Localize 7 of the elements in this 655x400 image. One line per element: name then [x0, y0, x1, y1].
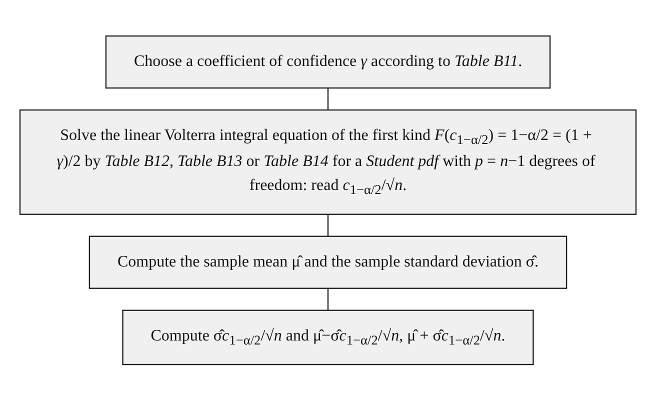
node-box: Compute the sample mean μ̂ and the sample standard deviation σ̂.: [88, 235, 567, 289]
connector: [326, 288, 328, 310]
node-box: Choose a coefficient of confidence γ according to Table B11.: [104, 35, 550, 88]
node-box: Compute σ̂c$_{1−α/2}$/√n and μ̂−σ̂c$_{1−α/2}$/√n, μ̂ + σ̂c$_{1−α/2}$/√n.: [122, 309, 534, 365]
connector: [326, 88, 328, 110]
connector: [326, 214, 328, 236]
node-box: Solve the linear Volterra integral equation of the first kind F(c$_{1−α/2}$) = 1−α/2 = (1 + γ)/2 by Table B12, Table B13 or Table B14 for a Student pdf with p = n−1 degrees of freedom: read c$_{1−α/2}$/√n.: [18, 109, 636, 215]
